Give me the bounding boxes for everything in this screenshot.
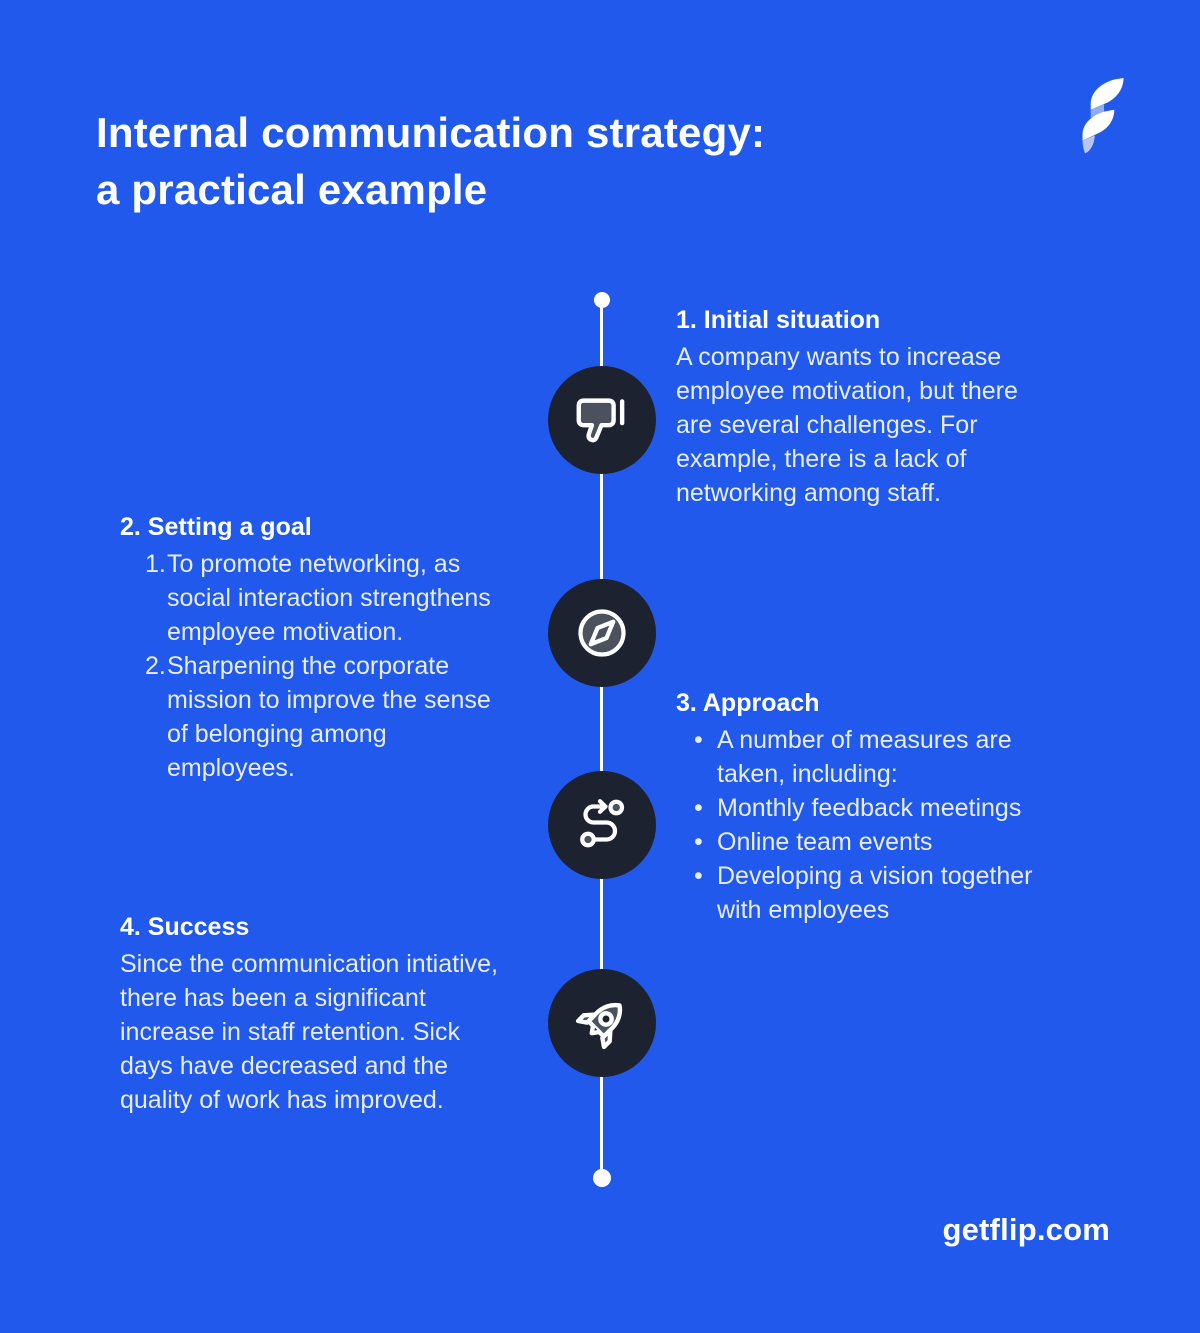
list-item-text: A number of measures are taken, includin… xyxy=(717,726,1012,788)
list-item-text: Monthly feedback meetings xyxy=(717,794,1022,822)
page-title: Internal communication strategy: a pract… xyxy=(96,109,766,214)
timeline-node-2 xyxy=(548,579,656,687)
list-item-text: Developing a vision together with employ… xyxy=(717,862,1033,924)
list-item: • Developing a vision together with empl… xyxy=(694,859,1106,927)
site-url: getflip.com xyxy=(942,1212,1110,1247)
approach-list: • A number of measures are taken, includ… xyxy=(676,723,1106,927)
bullet-marker: • xyxy=(694,862,703,890)
step-body: Since the communication intiative, there… xyxy=(120,950,498,1114)
step-initial-situation: 1. Initial situation A company wants to … xyxy=(676,303,1086,510)
flip-logo-icon xyxy=(1082,78,1124,154)
list-item-text: To promote networking, as social interac… xyxy=(167,550,491,646)
timeline-start-dot xyxy=(594,292,610,308)
bullet-marker: • xyxy=(694,794,703,822)
rocket-icon xyxy=(575,1002,623,1050)
list-item: 1. To promote networking, as social inte… xyxy=(145,547,540,649)
timeline-line xyxy=(600,300,603,1178)
list-item: • Monthly feedback meetings xyxy=(694,791,1106,825)
thumbs-down-icon xyxy=(576,398,625,443)
step-success: 4. Success Since the communication intia… xyxy=(120,910,550,1117)
timeline-node-1 xyxy=(548,366,656,474)
list-item: 2. Sharpening the corporate mission to i… xyxy=(145,649,540,785)
timeline-end-dot xyxy=(593,1169,611,1187)
route-icon xyxy=(580,799,625,848)
timeline-node-4 xyxy=(548,969,656,1077)
step-setting-a-goal: 2. Setting a goal 1. To promote networki… xyxy=(120,510,540,785)
list-item-text: Sharpening the corporate mission to impr… xyxy=(167,652,491,782)
list-marker: 1. xyxy=(145,550,166,578)
timeline-node-3 xyxy=(548,771,656,879)
bullet-marker: • xyxy=(694,828,703,856)
list-item-text: Online team events xyxy=(717,828,933,856)
list-marker: 2. xyxy=(145,652,166,680)
step-heading: 4. Success xyxy=(120,913,250,941)
list-item: • Online team events xyxy=(694,825,1106,859)
list-item: • A number of measures are taken, includ… xyxy=(694,723,1106,791)
step-heading: 3. Approach xyxy=(676,689,820,717)
step-heading: 2. Setting a goal xyxy=(120,513,312,541)
step-body: A company wants to increase employee mot… xyxy=(676,343,1018,507)
bullet-marker: • xyxy=(694,726,703,754)
goal-list: 1. To promote networking, as social inte… xyxy=(120,547,540,785)
compass-icon xyxy=(578,609,626,657)
step-approach: 3. Approach • A number of measures are t… xyxy=(676,686,1106,927)
step-heading: 1. Initial situation xyxy=(676,306,881,334)
